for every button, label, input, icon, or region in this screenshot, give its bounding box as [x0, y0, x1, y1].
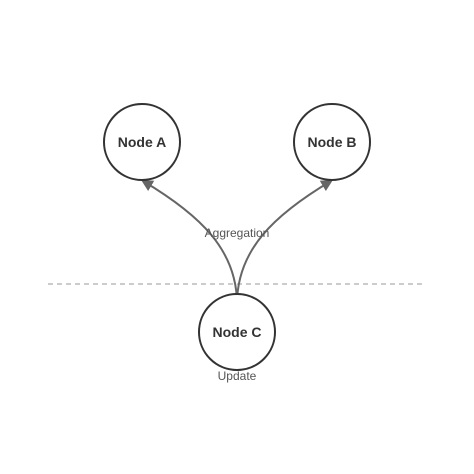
- node-b-circle: [293, 103, 371, 181]
- node-a-circle: [103, 103, 181, 181]
- node-a-label: Node A: [118, 134, 166, 150]
- node-c[interactable]: Node C: [198, 293, 276, 371]
- edge-c-to-b: [236, 179, 334, 305]
- edge-c-to-a: [140, 179, 243, 307]
- update-label: Update: [218, 369, 257, 383]
- node-a[interactable]: Node A: [103, 103, 181, 181]
- node-c-circle: [198, 293, 276, 371]
- node-c-label: Node C: [213, 324, 262, 340]
- node-b[interactable]: Node B: [293, 103, 371, 181]
- aggregation-label: Aggregation: [205, 226, 270, 240]
- node-b-label: Node B: [308, 134, 357, 150]
